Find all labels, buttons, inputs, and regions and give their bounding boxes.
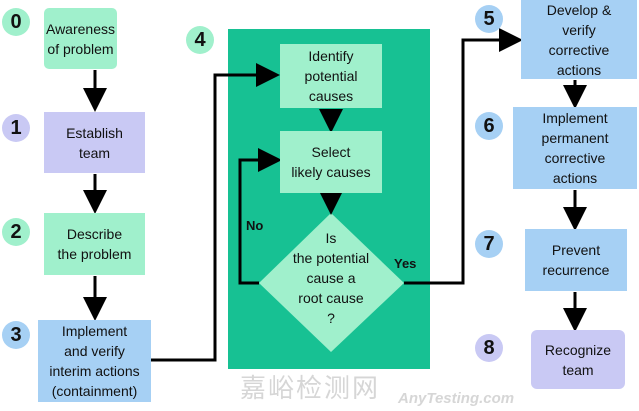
step-2-number: 2 bbox=[2, 218, 30, 246]
step-6-number: 6 bbox=[475, 112, 503, 140]
step-8-number: 8 bbox=[475, 334, 503, 362]
step-6-implement: Implement permanent corrective actions bbox=[513, 107, 637, 189]
step-0-number: 0 bbox=[2, 8, 30, 36]
decision-text: Is the potential cause a root cause ? bbox=[292, 230, 370, 326]
step-3-interim-actions: Implement and verify interim actions (co… bbox=[38, 320, 151, 402]
step-1-number: 1 bbox=[2, 114, 30, 142]
identify-causes: Identify potential causes bbox=[280, 44, 382, 108]
step-4-number: 4 bbox=[186, 26, 214, 54]
yes-label: Yes bbox=[394, 256, 417, 271]
step-5-number: 5 bbox=[475, 5, 503, 33]
step-3-number: 3 bbox=[2, 321, 30, 349]
decision-diamond bbox=[259, 213, 404, 352]
watermark-cn: 嘉峪检测网 bbox=[240, 373, 381, 403]
step-2-describe: Describe the problem bbox=[44, 213, 145, 275]
select-causes: Select likely causes bbox=[280, 131, 382, 193]
watermark-en: AnyTesting.com bbox=[398, 390, 515, 407]
step-1-establish-team: Establish team bbox=[44, 112, 145, 173]
step-7-prevent: Prevent recurrence bbox=[525, 229, 627, 291]
step-0-awareness: Awareness of problem bbox=[44, 8, 117, 69]
step-7-number: 7 bbox=[475, 230, 503, 258]
no-label: No bbox=[246, 218, 264, 233]
step-5-develop: Develop & verify corrective actions bbox=[521, 0, 637, 79]
step-8-recognize: Recognize team bbox=[531, 330, 625, 389]
